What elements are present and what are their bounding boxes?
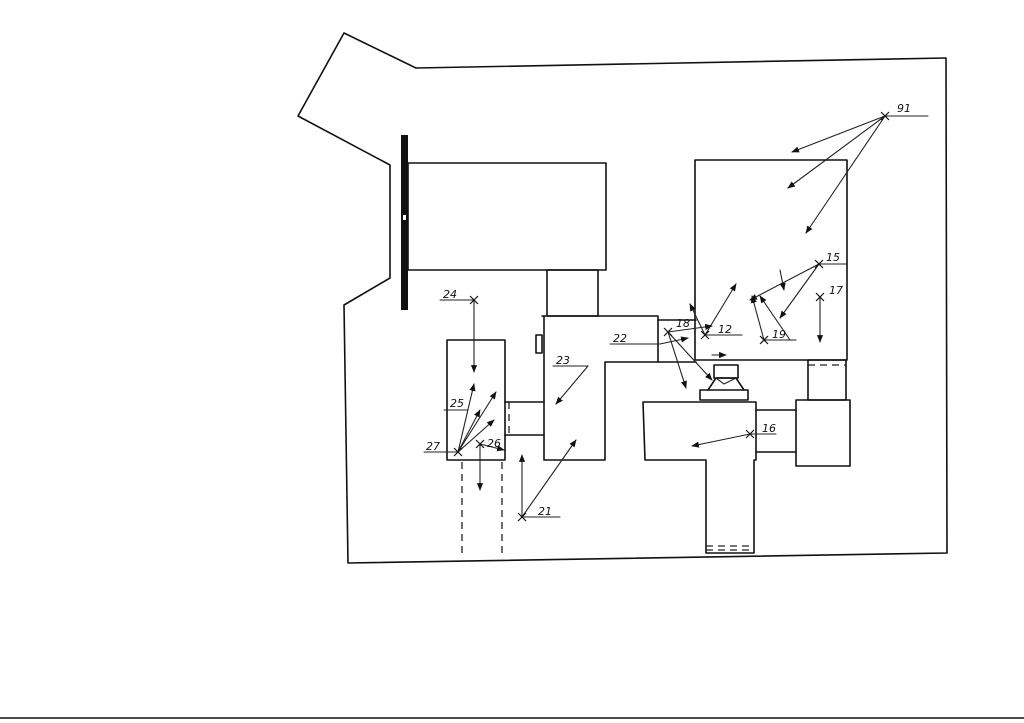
arrow-26-b (479, 443, 505, 452)
label-17: 17 (829, 284, 843, 297)
central-stub (535, 334, 543, 354)
label-21: 21 (538, 505, 552, 518)
label-15: 15 (826, 251, 840, 264)
building-outline (297, 32, 948, 564)
arrow-15-a (749, 263, 820, 301)
arrow-18-c (667, 323, 713, 333)
column-right (807, 359, 847, 401)
label-26: 26 (487, 437, 501, 450)
arrow-27-b (457, 391, 497, 453)
wall-bar-mark (403, 215, 406, 220)
label-19: 19 (772, 328, 786, 341)
arrow-91-c (805, 115, 886, 234)
label-12: 12 (718, 323, 732, 336)
x-marks (453, 111, 890, 522)
arrow-91-b (787, 115, 886, 189)
central-l-block (541, 315, 659, 461)
machine-detail (715, 377, 737, 385)
label-16: 16 (762, 422, 776, 435)
label-22: 22 (613, 332, 627, 345)
label-24: 24 (443, 288, 457, 301)
connector-top (546, 269, 599, 317)
label-27: 27 (426, 440, 440, 453)
connector-right (657, 319, 697, 363)
arrow-21-b (521, 439, 577, 518)
connector-left (504, 401, 545, 436)
arrow-18-b (667, 331, 713, 381)
machine-body (707, 377, 745, 391)
arrow-15-b (779, 263, 820, 319)
room-left (446, 339, 506, 461)
room-right-small (795, 399, 851, 467)
t-block (642, 401, 757, 554)
label-18: 18 (676, 317, 690, 330)
label-91: 91 (897, 102, 911, 115)
arrow-27-c (457, 419, 495, 453)
label-23: 23 (556, 354, 570, 367)
arrow-27-a (457, 383, 476, 453)
room-top-right (694, 159, 848, 361)
arrow-19-b (759, 295, 791, 341)
arrow-23-a (555, 365, 589, 405)
machine-base (699, 389, 749, 401)
arrow-22-a (659, 336, 689, 345)
arrow-16-a (691, 433, 751, 448)
wall-bar (401, 135, 408, 310)
room-top-left (407, 162, 607, 271)
label-25: 25 (450, 397, 464, 410)
arrow-91-a (791, 115, 886, 153)
arrow-27-d (457, 409, 481, 453)
connector-t (755, 409, 797, 453)
arrow-15-c (779, 269, 786, 291)
arrow-19-a (750, 295, 765, 341)
machine-top (713, 364, 739, 379)
arrow-12-b (689, 303, 706, 336)
